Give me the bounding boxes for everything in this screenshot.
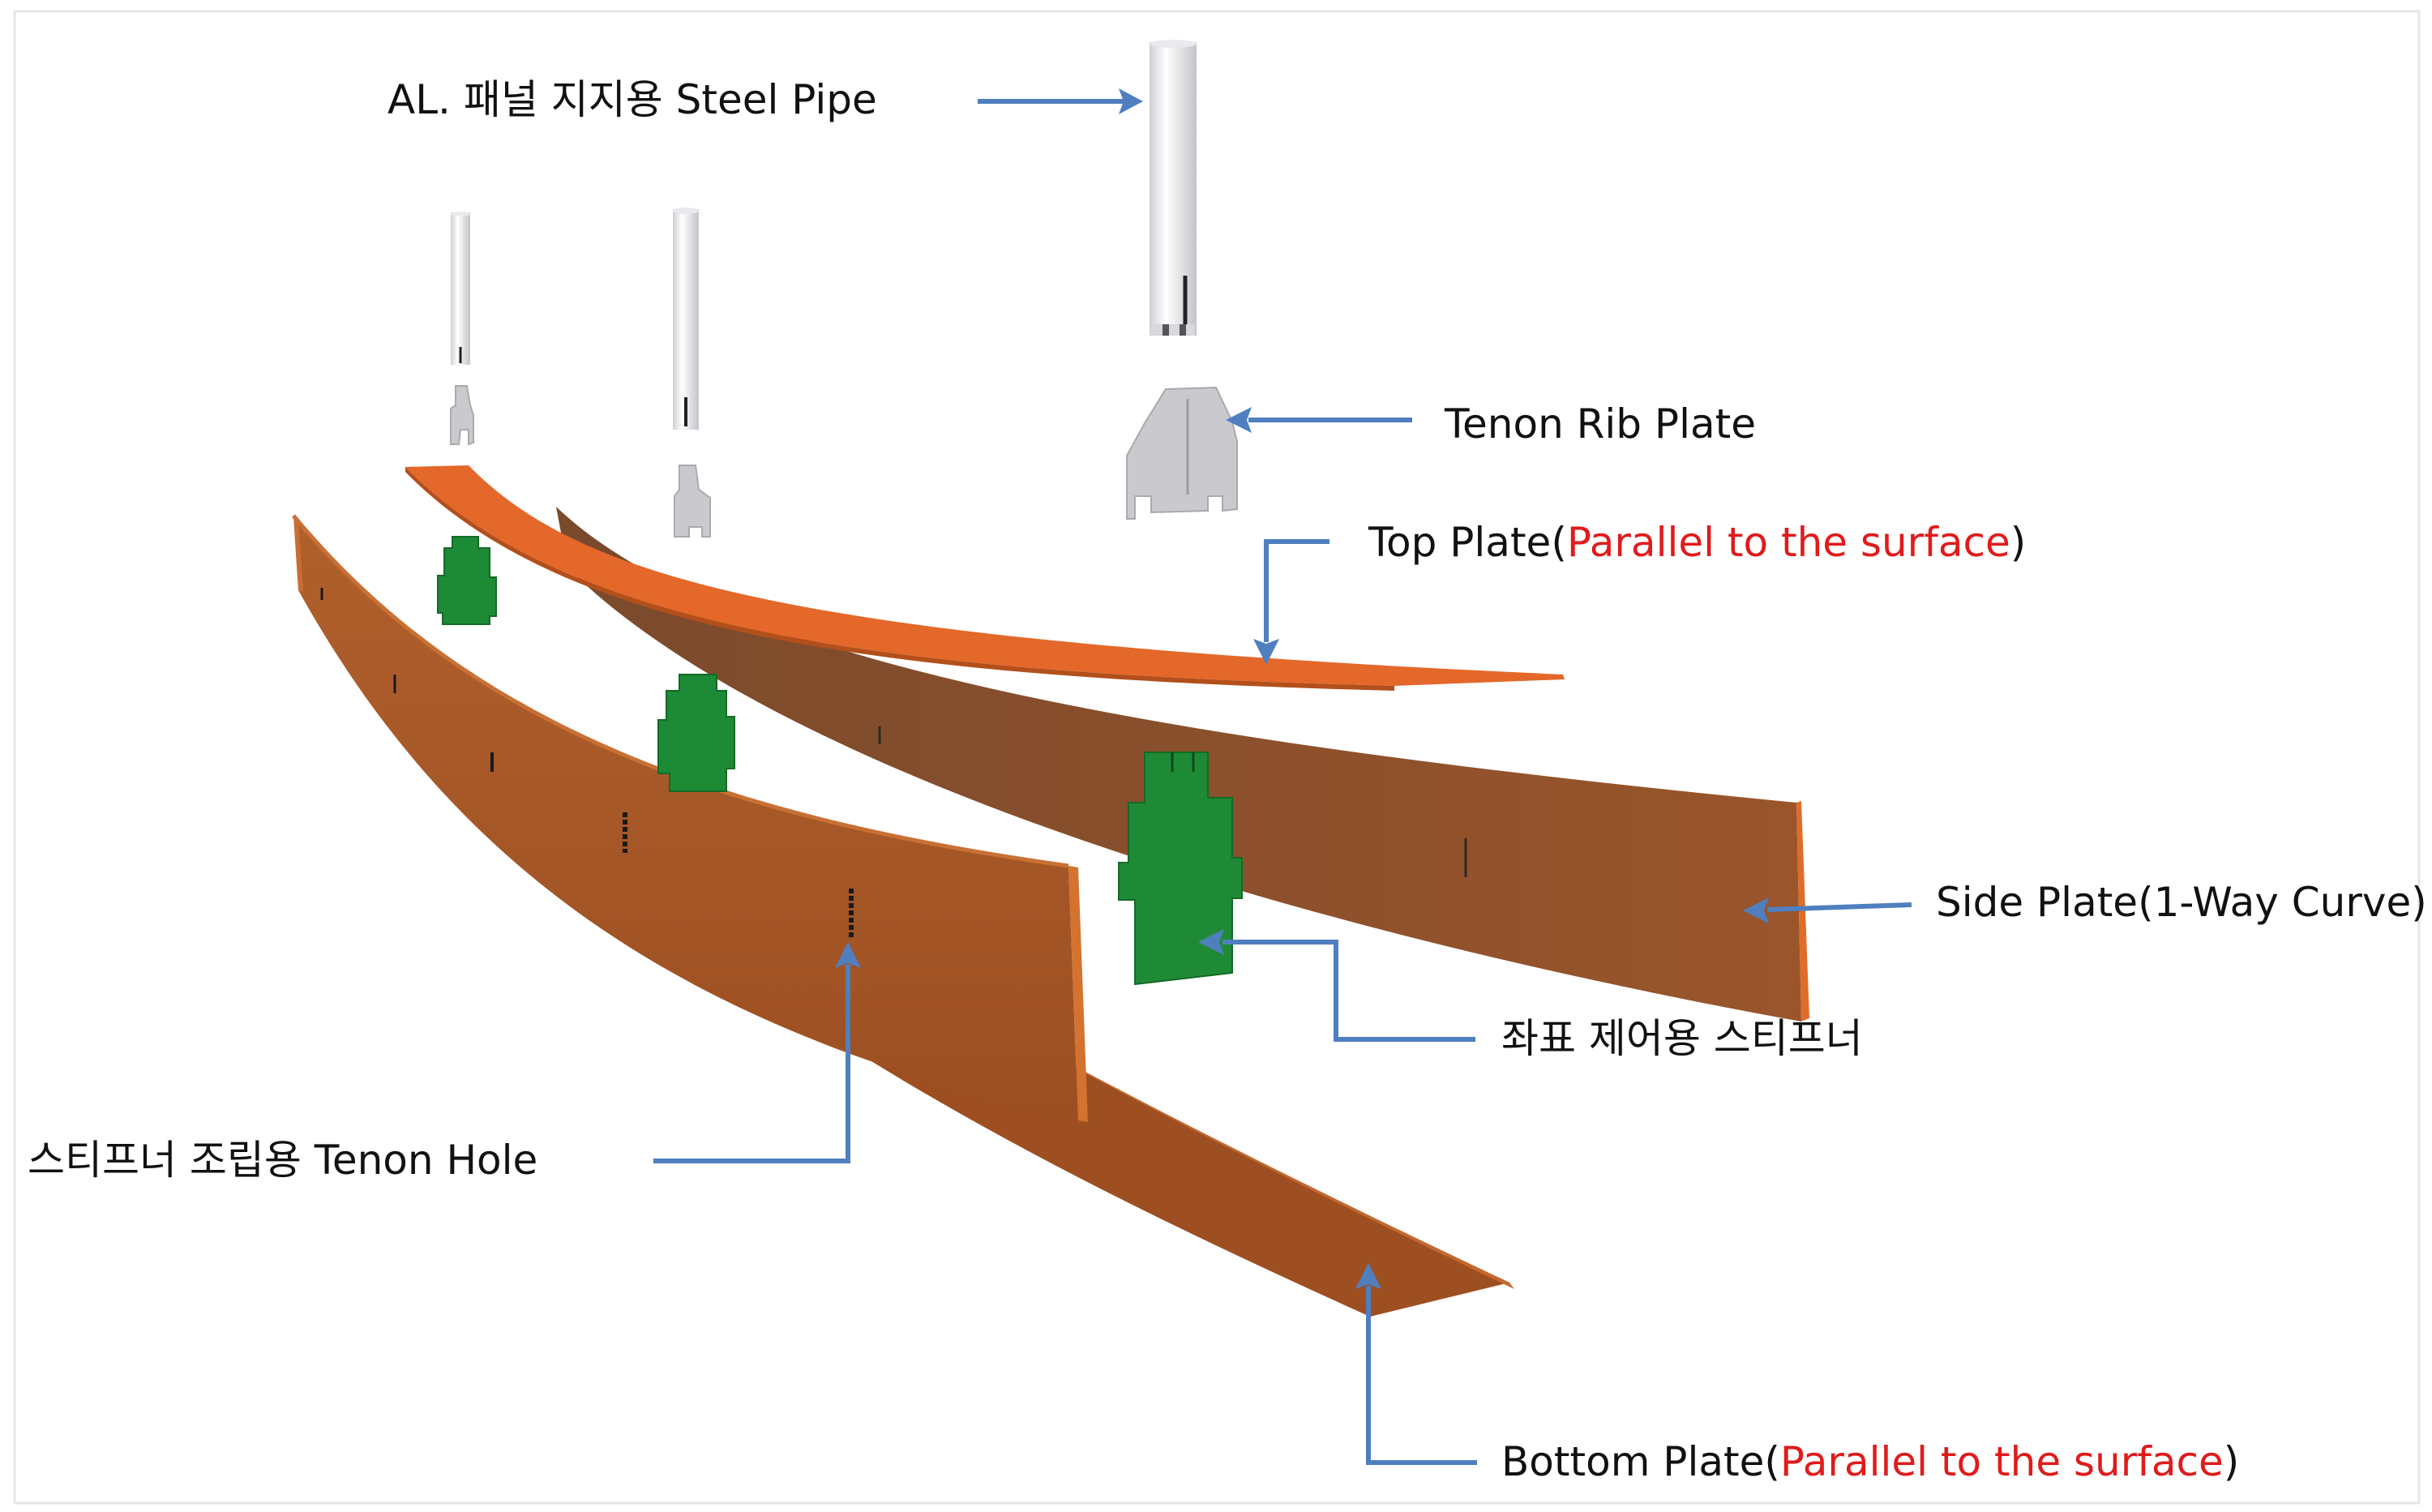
label-side-plate: Side Plate(1-Way Curve)	[1936, 879, 2427, 926]
steel-pipes	[451, 40, 1197, 430]
bottom-plate	[420, 662, 1514, 1317]
labels: AL. 패널 지지용 Steel Pipe Tenon Rib Plate To…	[28, 76, 2427, 1485]
label-stiffener: 좌표 제어용 스티프너	[1501, 1015, 1863, 1062]
arrow-bottom-plate	[1355, 1263, 1477, 1465]
callout-arrows	[653, 88, 1912, 1465]
arrow-pipe	[978, 88, 1143, 114]
tenon-rib-plate-left	[450, 385, 474, 446]
label-tenon-hole: 스티프너 조립용 Tenon Hole	[28, 1137, 537, 1184]
top-plate	[405, 465, 1565, 691]
steel-pipe-left	[451, 212, 470, 365]
arrow-side-plate	[1743, 897, 1912, 923]
arrow-tenon-hole	[653, 942, 861, 1163]
label-tenon-rib-plate: Tenon Rib Plate	[1444, 400, 1756, 448]
steel-pipe-middle	[673, 208, 699, 430]
stiffener-left	[437, 536, 497, 625]
tenon-rib-plate-middle	[674, 465, 711, 538]
front-side-plate	[292, 514, 1088, 1122]
steel-pipe-large	[1150, 40, 1197, 336]
label-bottom-plate: Bottom Plate(Parallel to the surface)	[1501, 1438, 2239, 1485]
arrow-rib	[1226, 407, 1412, 433]
tenon-holes-back	[878, 726, 1467, 877]
stiffeners	[437, 536, 1243, 986]
tenon-holes-front	[320, 588, 854, 939]
arrow-stiffener	[1198, 929, 1475, 1042]
stiffener-middle	[657, 674, 735, 792]
tenon-rib-plate-large	[1126, 386, 1238, 520]
tenon-rib-plates	[450, 385, 1238, 538]
stiffener-large	[1118, 752, 1243, 986]
frame-border	[13, 10, 2421, 1505]
arrow-top-plate	[1253, 539, 1329, 665]
label-top-plate: Top Plate(Parallel to the surface)	[1368, 519, 2026, 566]
label-steel-pipe: AL. 패널 지지용 Steel Pipe	[387, 76, 877, 123]
